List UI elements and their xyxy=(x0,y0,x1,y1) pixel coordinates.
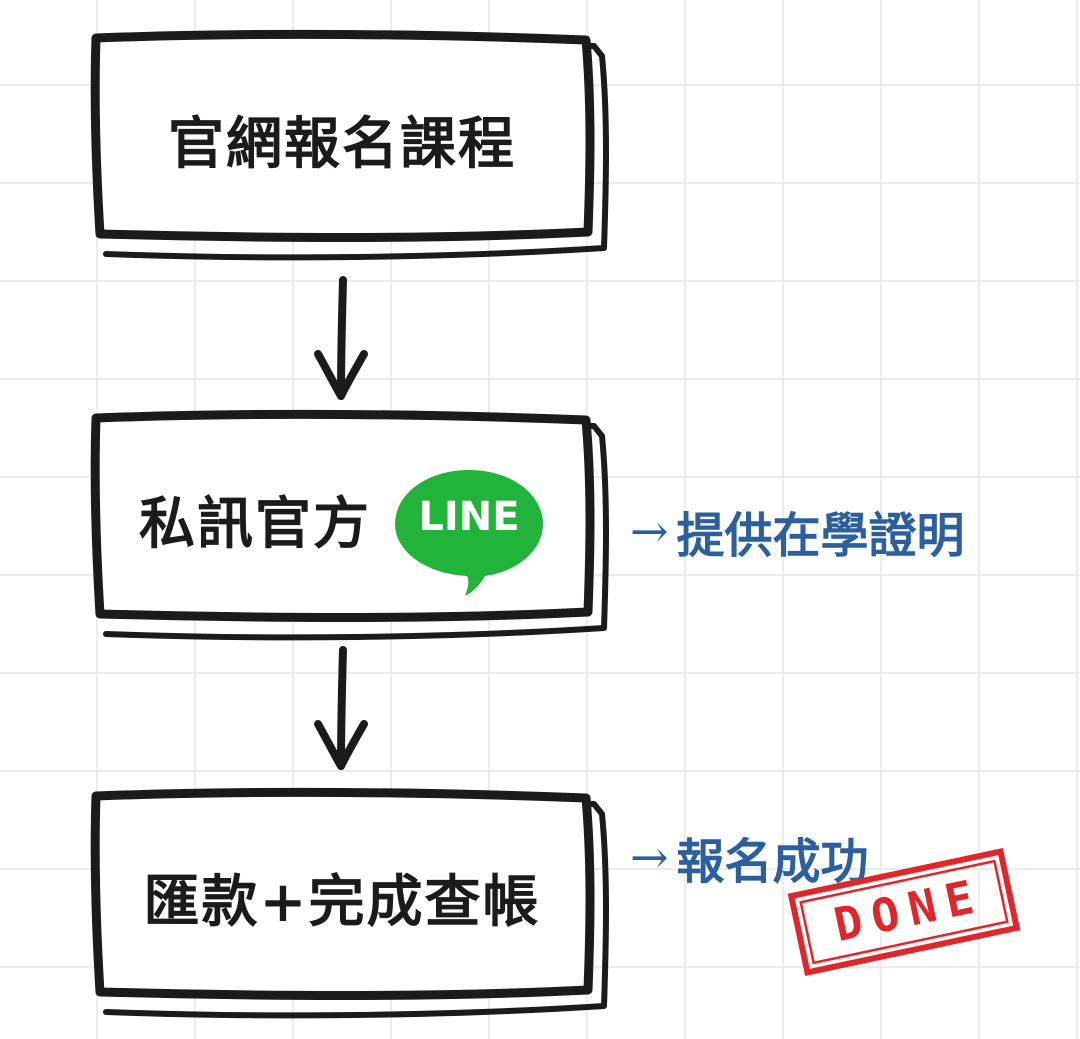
arrow-right-icon: → xyxy=(630,830,669,884)
step-box-1: 官網報名課程 xyxy=(88,28,609,264)
note-text-2: 報名成功 xyxy=(676,834,869,890)
step-label-1: 官網報名課程 xyxy=(168,110,516,177)
note-student-proof: → 提供在學證明 xyxy=(630,496,965,566)
step-label-2-row: 私訊官方 LINE xyxy=(88,408,596,630)
line-logo-icon: LINE xyxy=(393,468,545,596)
speech-bubble-icon xyxy=(395,470,543,596)
step-label-2: 私訊官方 xyxy=(139,490,371,557)
stamp-frame-icon xyxy=(787,848,1021,976)
step-box-3: 匯款+完成查帳 xyxy=(88,786,609,1022)
box-frame-icon xyxy=(90,787,609,1019)
step-label-3: 匯款+完成查帳 xyxy=(143,868,541,935)
note-text-1: 提供在學證明 xyxy=(676,508,965,564)
step-box-2: 私訊官方 LINE xyxy=(88,408,609,644)
box-frame-icon xyxy=(90,29,609,261)
step-2-content: 私訊官方 LINE xyxy=(139,450,545,596)
note-registration-success: → 報名成功 xyxy=(630,822,869,892)
arrow-down-icon xyxy=(314,646,368,770)
arrow-right-icon: → xyxy=(630,504,669,558)
line-badge-text: LINE xyxy=(418,494,520,540)
done-stamp-icon: DONE xyxy=(787,848,1021,976)
arrow-down-icon xyxy=(314,276,368,400)
